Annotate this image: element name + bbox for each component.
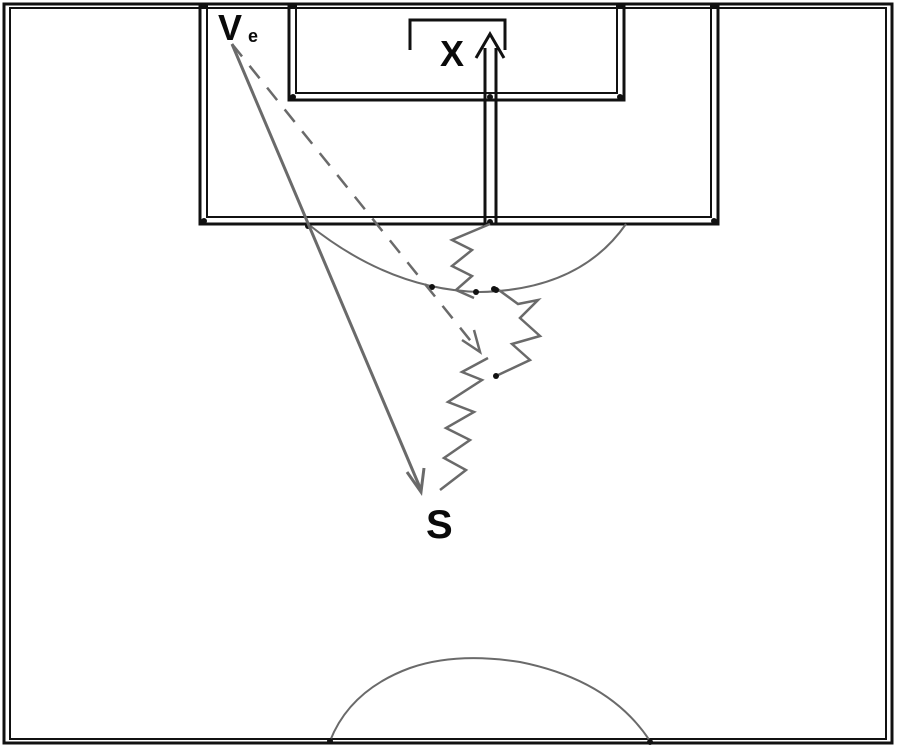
dashed-run-arrow (231, 43, 483, 355)
shooter-label: S (426, 503, 453, 547)
dribble-path-1 (449, 222, 491, 300)
passer-label: V (218, 7, 242, 48)
goal-bracket (408, 18, 507, 50)
dribble-path-3 (439, 356, 489, 491)
pass-arrow-v-to-s (230, 43, 426, 497)
dribble-path-2 (495, 286, 543, 378)
goal-marker-label: X (440, 33, 464, 74)
run-to-goal-arrow (474, 31, 506, 225)
penalty-arc (307, 223, 627, 294)
center-arc (329, 657, 651, 742)
penalty-area (198, 3, 720, 226)
goal-area (287, 3, 626, 102)
passer-sub-label: e (248, 26, 258, 46)
